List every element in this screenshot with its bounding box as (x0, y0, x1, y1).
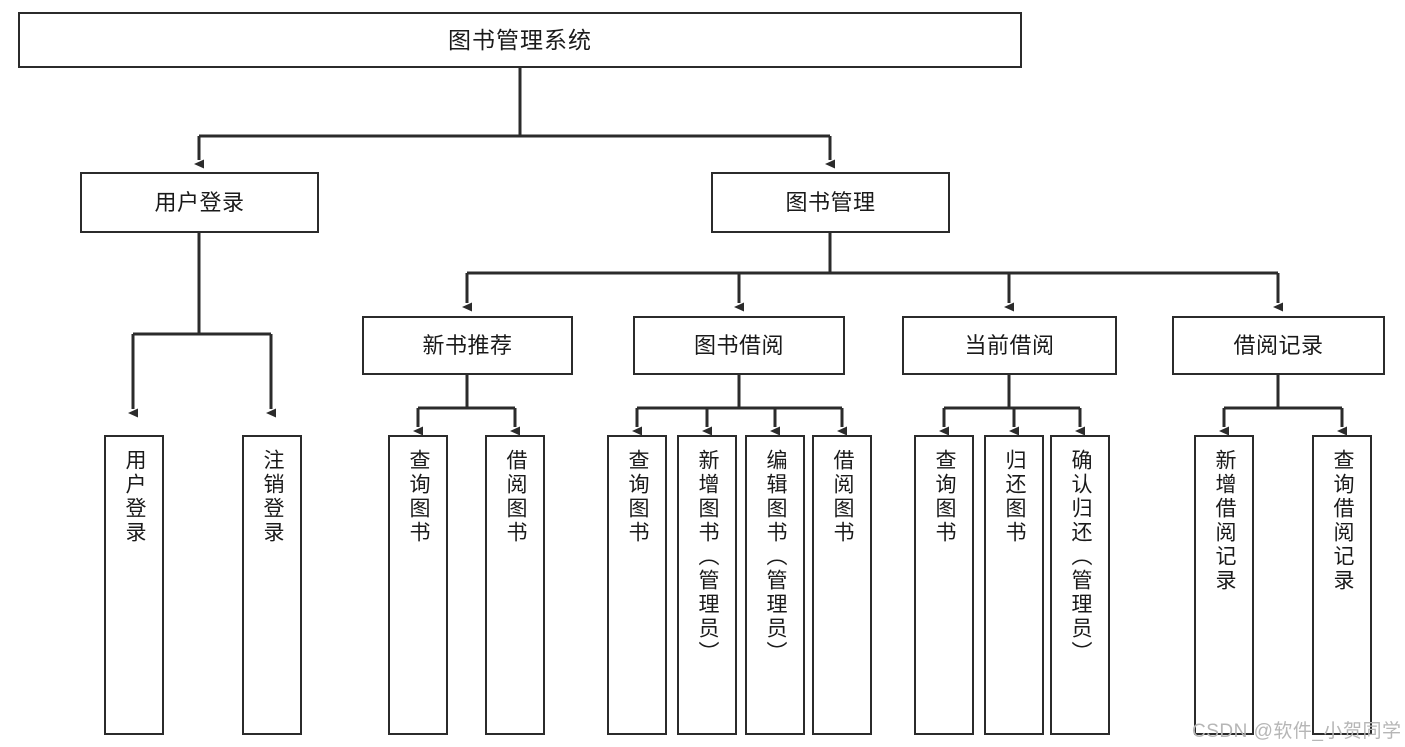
node-label: 用户登录 (123, 449, 147, 545)
node-label: 当前借阅 (964, 332, 1055, 358)
leaf-query-borrow-record[interactable]: 查询借阅记录 (1312, 435, 1372, 735)
leaf-user-login[interactable]: 用户登录 (104, 435, 164, 735)
leaf-confirm-return-admin[interactable]: 确认归还（管理员） (1050, 435, 1110, 735)
node-root-book-management-system[interactable]: 图书管理系统 (18, 12, 1022, 68)
leaf-query-book-recommend[interactable]: 查询图书 (388, 435, 448, 735)
node-label: 新增图书（管理员） (696, 449, 720, 665)
node-label: 图书管理 (785, 189, 876, 215)
node-label: 确认归还（管理员） (1069, 449, 1093, 665)
leaf-query-book-borrow[interactable]: 查询图书 (607, 435, 667, 735)
node-label: 借阅图书 (504, 449, 528, 545)
node-label: 归还图书 (1003, 449, 1027, 545)
leaf-query-book-current[interactable]: 查询图书 (914, 435, 974, 735)
node-label: 编辑图书（管理员） (764, 449, 788, 665)
node-label: 借阅图书 (831, 449, 855, 545)
leaf-borrow-book-recommend[interactable]: 借阅图书 (485, 435, 545, 735)
leaf-return-book[interactable]: 归还图书 (984, 435, 1044, 735)
node-label: 图书管理系统 (448, 26, 592, 53)
node-label: 查询图书 (626, 449, 650, 545)
node-label: 新增借阅记录 (1213, 449, 1237, 593)
node-label: 新书推荐 (422, 332, 513, 358)
node-new-book-recommend[interactable]: 新书推荐 (362, 316, 573, 375)
leaf-add-borrow-record[interactable]: 新增借阅记录 (1194, 435, 1254, 735)
node-book-borrow[interactable]: 图书借阅 (633, 316, 845, 375)
node-label: 查询图书 (407, 449, 431, 545)
node-label: 查询借阅记录 (1331, 449, 1355, 593)
node-label: 注销登录 (261, 449, 285, 545)
node-user-login[interactable]: 用户登录 (80, 172, 319, 233)
leaf-logout[interactable]: 注销登录 (242, 435, 302, 735)
leaf-edit-book-admin[interactable]: 编辑图书（管理员） (745, 435, 805, 735)
node-current-borrow[interactable]: 当前借阅 (902, 316, 1117, 375)
leaf-add-book-admin[interactable]: 新增图书（管理员） (677, 435, 737, 735)
leaf-borrow-book[interactable]: 借阅图书 (812, 435, 872, 735)
node-label: 借阅记录 (1233, 332, 1324, 358)
node-borrow-record[interactable]: 借阅记录 (1172, 316, 1385, 375)
node-label: 查询图书 (933, 449, 957, 545)
node-label: 图书借阅 (693, 332, 784, 358)
node-book-management[interactable]: 图书管理 (711, 172, 950, 233)
node-label: 用户登录 (154, 189, 245, 215)
